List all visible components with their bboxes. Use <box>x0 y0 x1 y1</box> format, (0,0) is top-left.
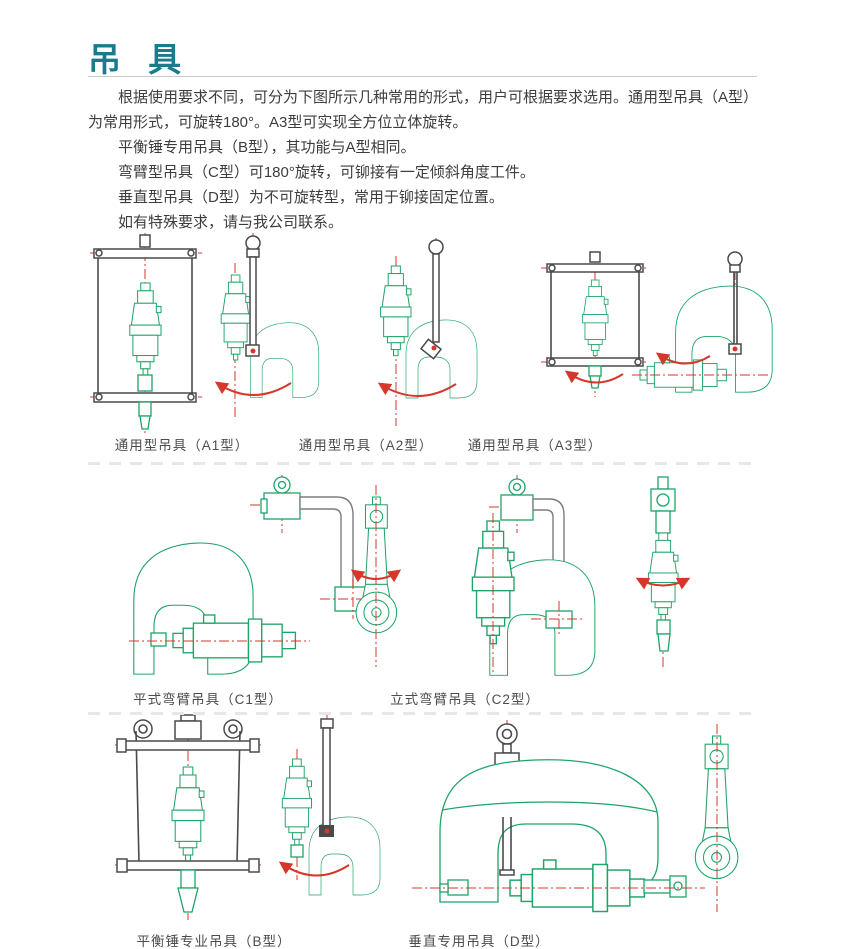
intro-paragraph: 如有特殊要求，请与我公司联系。 <box>118 214 344 231</box>
figure-caption-b: 平衡锤专业吊具（B型） <box>136 934 292 949</box>
figure-c2-drawing <box>471 475 691 676</box>
intro-paragraph: 为常用形式，可旋转180°。A3型可实现全方位立体旋转。 <box>88 114 468 131</box>
figure-c1-drawing <box>129 475 402 675</box>
figure-a2-drawing <box>377 238 478 426</box>
figure-caption-a1: 通用型吊具（A1型） <box>114 438 250 453</box>
intro-text: 根据使用要求不同，可分为下图所示几种常用的形式，用户可根据要求选用。通用型吊具（… <box>88 85 760 235</box>
title-rule <box>88 76 757 77</box>
figure-b-drawing <box>115 714 381 920</box>
row-separator <box>88 712 758 715</box>
intro-paragraph: 平衡锤专用吊具（B型），其功能与A型相同。 <box>118 139 416 156</box>
figure-a1-drawing <box>90 233 320 433</box>
intro-paragraph: 根据使用要求不同，可分为下图所示几种常用的形式，用户可根据要求选用。通用型吊具（… <box>118 89 759 106</box>
figure-a3-drawing <box>541 251 773 397</box>
page-title: 吊 具 <box>88 41 191 78</box>
figure-d-drawing <box>412 720 739 913</box>
figure-caption-a2: 通用型吊具（A2型） <box>298 438 434 453</box>
figure-caption-c2: 立式弯臂吊具（C2型） <box>390 692 540 707</box>
intro-paragraph: 垂直型吊具（D型）为不可旋转型，常用于铆接固定位置。 <box>118 189 504 206</box>
intro-paragraph: 弯臂型吊具（C型）可180°旋转，可铆接有一定倾斜角度工件。 <box>118 164 535 181</box>
figure-caption-a3: 通用型吊具（A3型） <box>467 438 603 453</box>
row-separator <box>88 462 758 465</box>
figure-caption-d: 垂直专用吊具（D型） <box>408 934 550 949</box>
figure-caption-c1: 平式弯臂吊具（C1型） <box>133 692 283 707</box>
